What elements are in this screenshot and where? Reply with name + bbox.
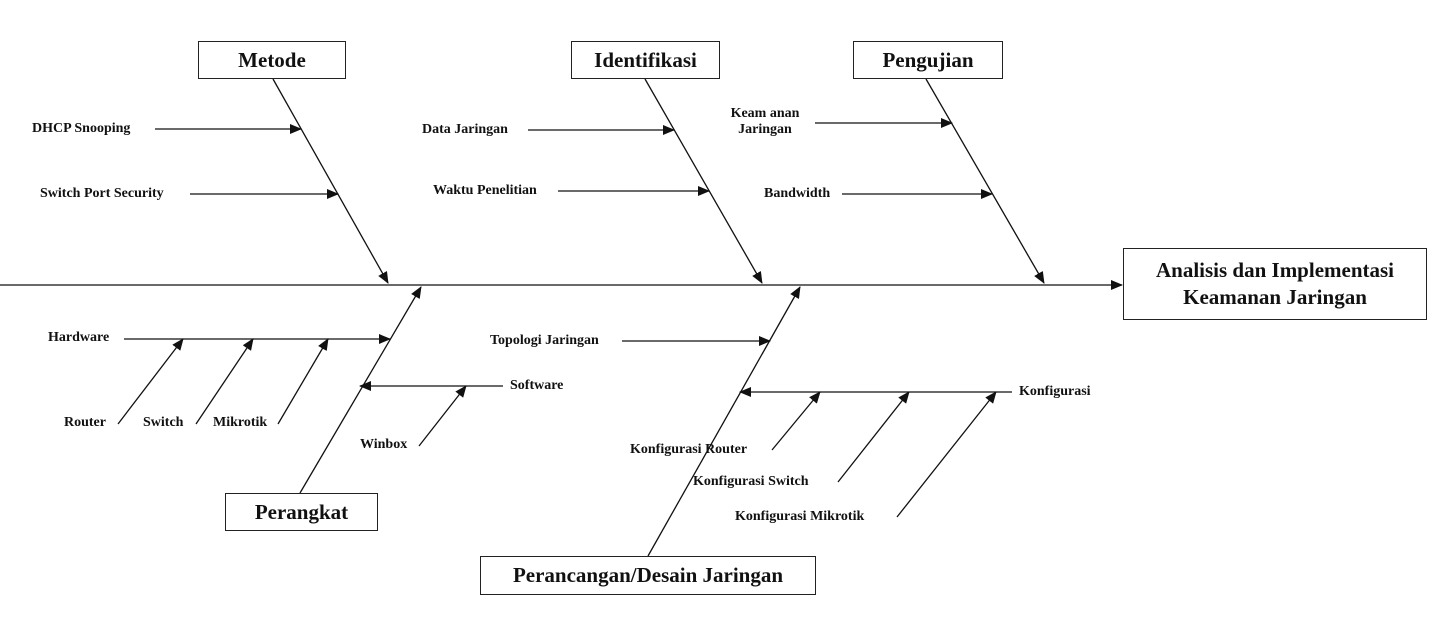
bone-perangkat	[299, 286, 422, 494]
label-waktu-penelitian: Waktu Penelitian	[433, 183, 537, 198]
category-perangkat: Perangkat	[225, 493, 378, 531]
category-pengujian: Pengujian	[853, 41, 1003, 79]
arrow-winbox	[418, 385, 467, 447]
arrow-switch	[195, 338, 254, 425]
effect-line-1: Analisis dan Implementasi	[1155, 258, 1395, 282]
label-winbox: Winbox	[360, 437, 408, 452]
arrow-konfigurasi-mikrotik	[896, 391, 997, 518]
label-software: Software	[510, 378, 564, 393]
category-metode: Metode	[198, 41, 346, 79]
category-perancangan: Perancangan/Desain Jaringan	[480, 556, 816, 595]
label-hardware: Hardware	[48, 330, 110, 345]
effect-box: Analisis dan Implementasi Keamanan Jarin…	[1123, 248, 1427, 320]
effect-line-2: Keamanan Jaringan	[1183, 285, 1367, 309]
bone-identifikasi	[644, 78, 763, 284]
label-mikrotik: Mikrotik	[213, 415, 268, 430]
label-konfigurasi-mikrotik: Konfigurasi Mikrotik	[735, 509, 865, 524]
arrow-router	[117, 338, 184, 425]
label-bandwidth: Bandwidth	[764, 186, 831, 201]
label-switch-port-security: Switch Port Security	[40, 186, 164, 201]
label-keamanan-jaringan: Keam anan Jaringan	[722, 106, 808, 138]
bone-metode	[272, 78, 389, 284]
bone-pengujian	[925, 78, 1045, 284]
label-konfigurasi: Konfigurasi	[1019, 384, 1091, 399]
label-router: Router	[64, 415, 106, 430]
arrow-konfigurasi-switch	[837, 391, 910, 483]
label-data-jaringan: Data Jaringan	[422, 122, 508, 137]
bone-perancangan	[647, 286, 801, 557]
label-keamanan-line-1: Keam anan	[730, 106, 800, 121]
category-identifikasi: Identifikasi	[571, 41, 720, 79]
arrow-konfigurasi-router	[771, 391, 821, 451]
label-topologi-jaringan: Topologi Jaringan	[490, 333, 599, 348]
label-dhcp-snooping: DHCP Snooping	[32, 121, 131, 136]
label-switch: Switch	[143, 415, 184, 430]
arrow-mikrotik	[277, 338, 329, 425]
label-konfigurasi-router: Konfigurasi Router	[630, 442, 748, 457]
label-konfigurasi-switch: Konfigurasi Switch	[693, 474, 809, 489]
label-keamanan-line-2: Jaringan	[738, 122, 792, 137]
